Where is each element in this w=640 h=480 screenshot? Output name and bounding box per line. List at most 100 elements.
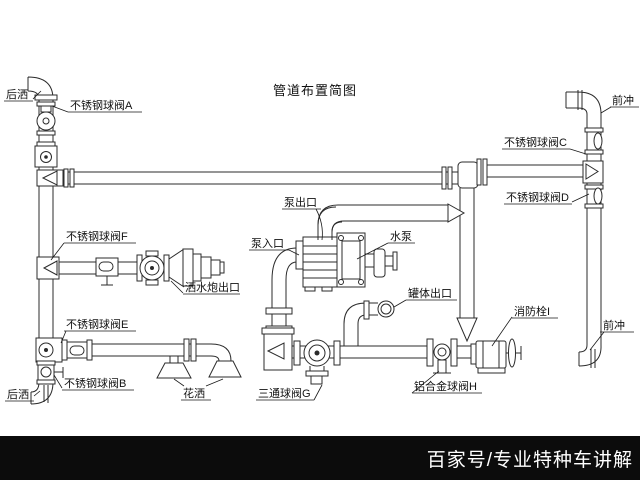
flow-arrow-down-icon [456,317,478,343]
cannon-nozzle-seg [182,248,194,287]
flange [305,370,329,377]
label-pump-inlet: 泵入口 [251,237,284,250]
pump-shaft [364,253,375,268]
flange [86,339,93,361]
aluminum-valve-inner [437,347,447,357]
label-fire-hydrant: 消防栓I [514,304,550,318]
flange [584,127,604,133]
pump-shaft-stub [384,255,394,267]
tank-outlet-port-inner [380,303,392,315]
ball-valve-a-core [42,117,50,125]
flange [183,338,190,362]
labels: 管道布置简图 后洒 不锈钢球阀A 前冲 不锈钢球阀C 不锈钢球阀D 泵出口 泵入… [6,83,634,401]
flange [470,343,477,365]
label-valve-b: 不锈钢球阀B [64,376,126,390]
label-shower-spray: 花洒 [183,387,205,400]
sprinkler-stem [169,356,179,363]
flange [293,340,301,366]
flange [190,338,197,362]
valve-b-stem [54,367,64,378]
flange [36,379,56,385]
three-way-valve-dot [314,350,320,356]
label-front-flush-top: 前冲 [612,93,634,107]
shower-head [208,360,242,378]
fire-hydrant-stem [506,346,522,360]
flow-arrow-right-icon [585,163,599,180]
pump-shaft-cap [392,251,398,271]
bolt [358,279,364,285]
pump-casing-ribs [303,245,337,279]
label-tank-outlet: 罐体出口 [408,286,452,300]
cannon-ball-valve-dot [150,266,154,270]
fittings [34,94,604,385]
flange [441,166,447,190]
pump-motor-inner [341,240,361,280]
shower-head [156,362,192,379]
flange [261,327,295,335]
valve-e-handle [69,345,85,356]
cannon-nozzle-seg [210,259,221,276]
fire-hydrant-handwheel [508,338,516,368]
valve-b-ball [40,366,52,378]
flow-arrow-left-icon [42,260,58,276]
pump-inlet-flange [295,240,304,270]
watermark-text: 百家号/专业特种车讲解 [427,449,633,471]
flange [69,168,75,188]
pump-shaft-disc [373,248,386,278]
cannon-nozzle-seg [200,256,212,279]
fire-hydrant-body [475,340,507,369]
valve-f-handle [98,261,114,272]
flange [36,141,56,147]
ball-valve-d [593,187,603,205]
ball-valve-c [593,132,603,150]
sight-glass-dot [44,155,48,159]
flange [36,101,56,107]
label-valve-d: 不锈钢球阀D [506,190,569,204]
bolt [338,235,344,241]
label-aluminum-valve: 铝合金球阀H [414,379,477,393]
flow-arrow-left-icon [266,342,285,360]
flange [333,340,341,366]
label-valve-e: 不锈钢球阀E [66,317,128,331]
label-front-flush-bottom: 前冲 [603,318,625,332]
flange [584,184,604,190]
pump-foot [321,286,333,292]
flange [426,338,434,367]
flange [63,168,69,188]
tee-ball-dot [44,348,48,352]
valve-h-stem [437,359,447,374]
fire-hydrant-base [477,367,506,374]
bolt [358,235,364,241]
label-pump-outlet: 泵出口 [284,195,317,209]
leader-lines [4,90,639,402]
valve-g-outlet [309,366,325,371]
valve-a-stub [40,105,52,113]
cannon-nozzle-seg [192,253,202,282]
label-three-way-valve: 三通球阀G [258,386,311,400]
cannon-nozzle-tip [219,261,225,274]
flange [36,130,56,136]
flange [450,338,458,367]
cannon-cone [168,248,185,288]
flow-arrow-right-icon [447,203,466,223]
pump-foot [304,286,316,292]
valve-lug [145,279,159,286]
label-water-cannon-outlet: 洒水炮出口 [185,280,240,294]
flange [36,360,56,366]
label-valve-c: 不锈钢球阀C [504,135,567,149]
flange [584,203,604,209]
flange [476,158,482,186]
label-valve-a: 不锈钢球阀A [70,98,133,112]
label-rear-spray-top: 后洒 [6,88,28,101]
valve-f-stem [101,276,113,286]
valve-lug [145,250,159,257]
flow-arrow-left-icon [41,170,58,186]
flange [363,300,370,320]
flange [34,94,58,101]
flange [265,307,293,315]
flange [163,254,170,282]
tee-drop-pipe [457,161,479,189]
footer-bar [0,436,640,480]
